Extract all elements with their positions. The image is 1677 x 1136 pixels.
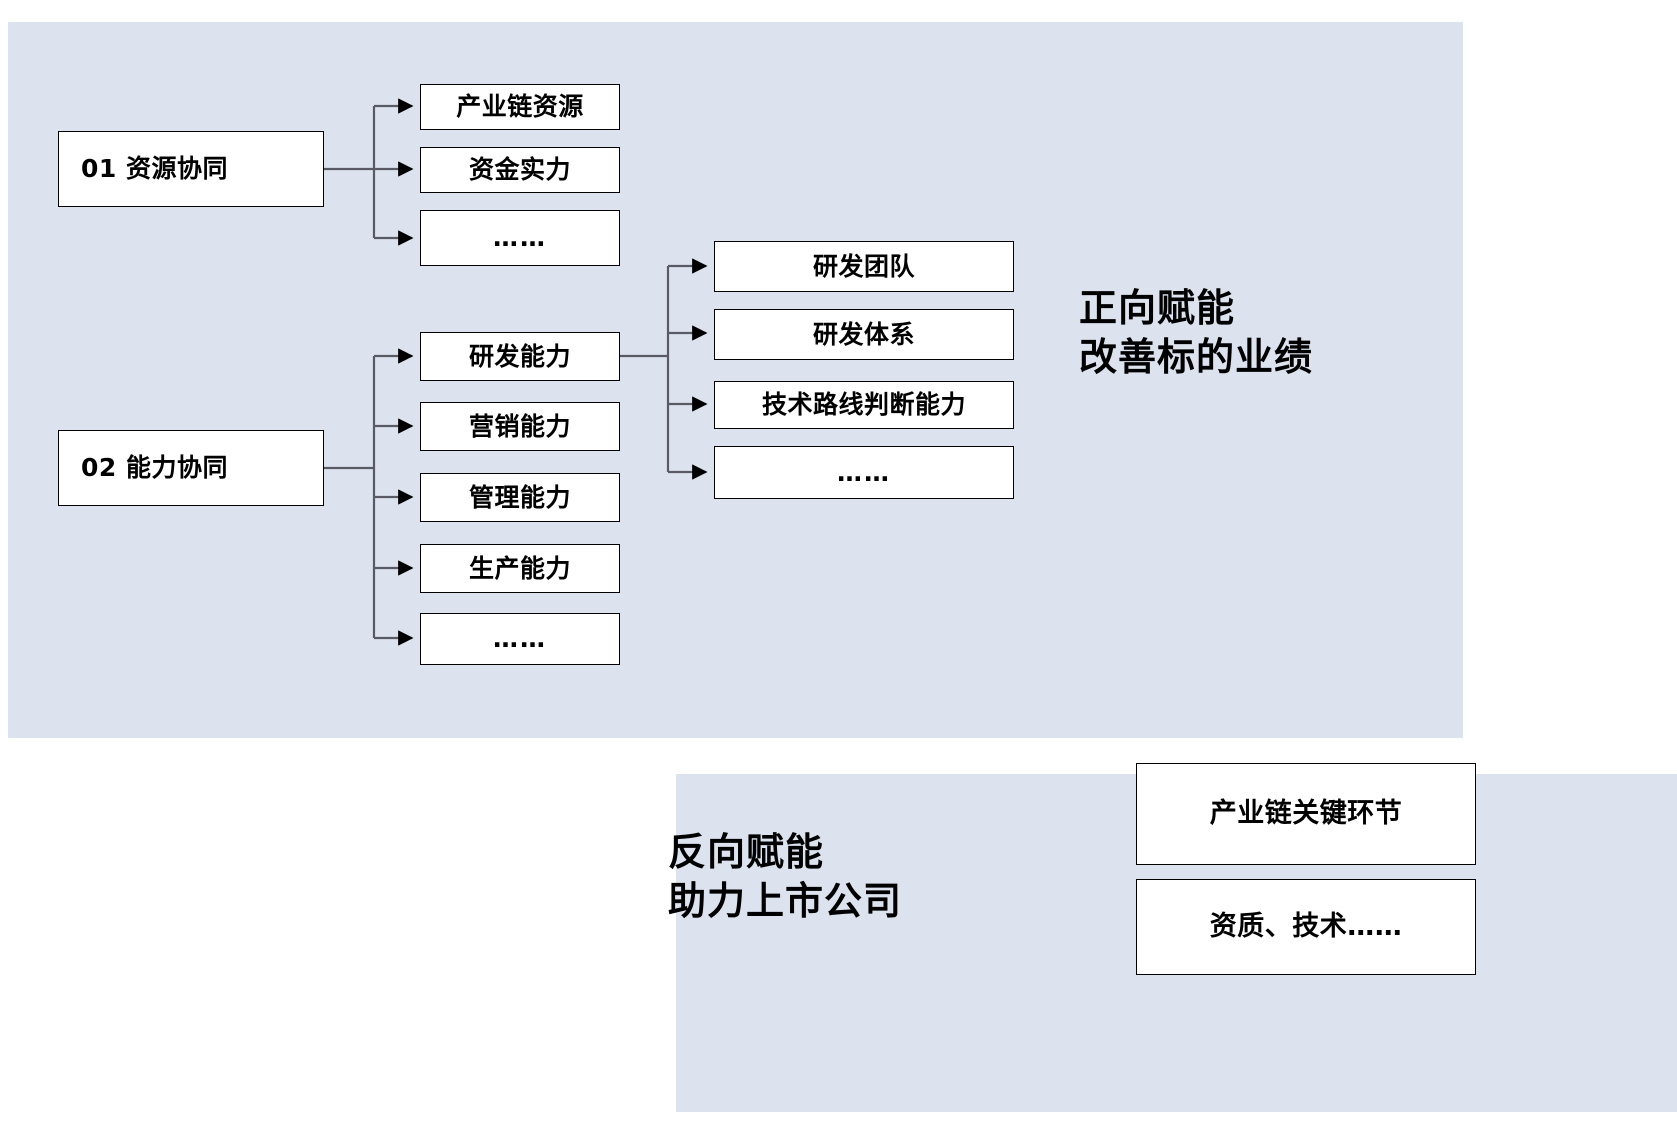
node-capital-strength[interactable]: 资金实力 <box>420 147 620 193</box>
node-rd-capability-label: 研发能力 <box>468 341 571 371</box>
node-capability-more[interactable]: …… <box>420 613 620 665</box>
node-resource-synergy-label: 01 资源协同 <box>81 154 228 184</box>
node-production-capability[interactable]: 生产能力 <box>420 544 620 593</box>
node-rd-team-label: 研发团队 <box>812 251 915 281</box>
node-capability-synergy-label: 02 能力协同 <box>81 453 228 483</box>
node-rd-more-label: …… <box>837 457 891 487</box>
node-marketing-capability[interactable]: 营销能力 <box>420 402 620 451</box>
node-rd-team[interactable]: 研发团队 <box>714 241 1014 292</box>
node-tech-route-judgement[interactable]: 技术路线判断能力 <box>714 381 1014 429</box>
node-tech-route-judgement-label: 技术路线判断能力 <box>761 390 966 420</box>
node-resource-synergy[interactable]: 01 资源协同 <box>58 131 324 207</box>
node-capability-more-label: …… <box>493 624 547 654</box>
node-capital-strength-label: 资金实力 <box>468 155 571 185</box>
node-industry-chain-resource-label: 产业链资源 <box>456 92 584 122</box>
reverse-empowerment-label: 反向赋能 助力上市公司 <box>668 830 903 923</box>
node-qualification-technology-label: 资质、技术…… <box>1209 911 1403 943</box>
node-management-capability-label: 管理能力 <box>468 482 571 512</box>
node-industry-chain-key-link[interactable]: 产业链关键环节 <box>1136 763 1476 865</box>
node-industry-chain-resource[interactable]: 产业链资源 <box>420 84 620 130</box>
node-qualification-technology[interactable]: 资质、技术…… <box>1136 879 1476 975</box>
forward-empowerment-label: 正向赋能 改善标的业绩 <box>1079 286 1314 379</box>
node-resource-more-label: …… <box>493 223 547 253</box>
node-production-capability-label: 生产能力 <box>468 553 571 583</box>
node-management-capability[interactable]: 管理能力 <box>420 473 620 522</box>
node-rd-capability[interactable]: 研发能力 <box>420 332 620 381</box>
node-resource-more[interactable]: …… <box>420 210 620 266</box>
node-marketing-capability-label: 营销能力 <box>468 411 571 441</box>
node-rd-system[interactable]: 研发体系 <box>714 309 1014 360</box>
node-capability-synergy[interactable]: 02 能力协同 <box>58 430 324 506</box>
node-rd-system-label: 研发体系 <box>812 319 915 349</box>
node-rd-more[interactable]: …… <box>714 446 1014 499</box>
node-industry-chain-key-link-label: 产业链关键环节 <box>1209 798 1403 830</box>
